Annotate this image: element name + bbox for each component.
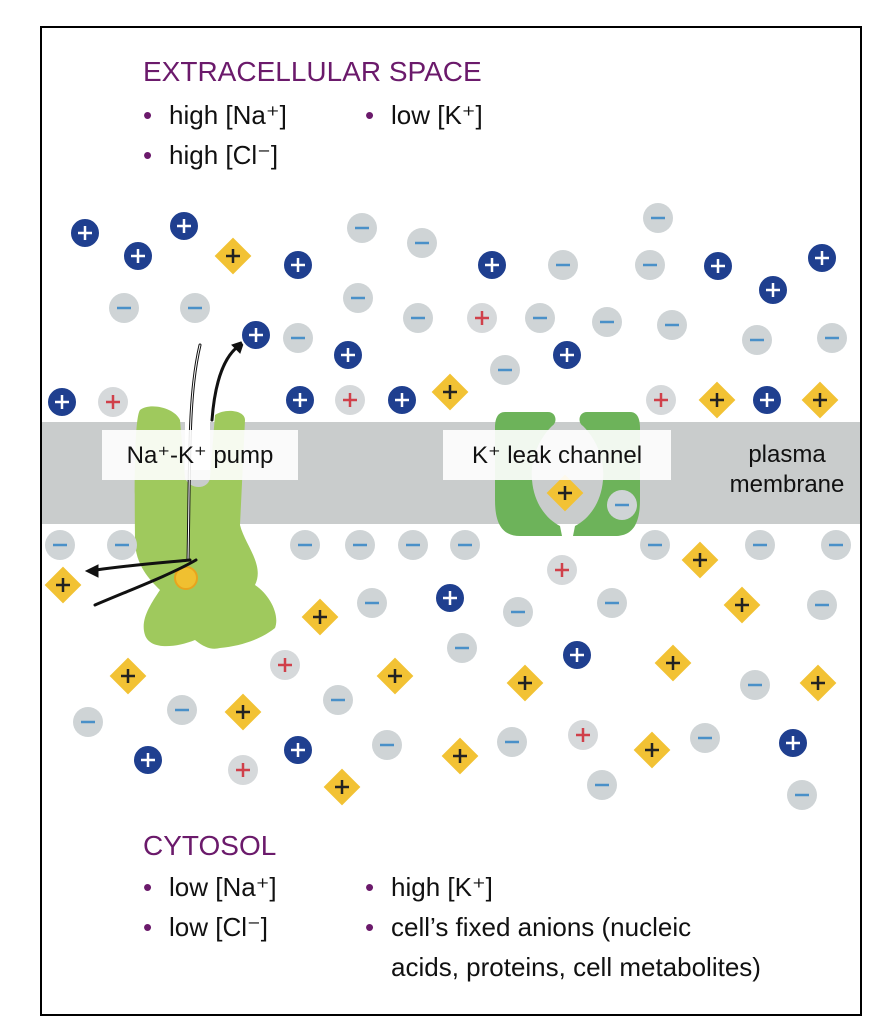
bullet-icon: •: [143, 912, 153, 942]
bullet-icon: •: [365, 100, 375, 130]
membrane-label: plasma membrane: [729, 441, 845, 498]
extracellular-item-na: •high [Na⁺]: [143, 100, 287, 130]
extracellular-item-cl: •high [Cl⁻]: [143, 140, 279, 170]
ion-layer: [44, 203, 851, 810]
cytosol-item-anions-cont: acids, proteins, cell metabolites): [391, 952, 761, 982]
bullet-icon: •: [365, 872, 375, 902]
extracellular-item-k: •low [K⁺]: [365, 100, 483, 130]
extracellular-title: EXTRACELLULAR SPACE: [143, 56, 482, 87]
channel-label: K⁺ leak channel: [443, 430, 671, 480]
cytosol-item-anions: •cell’s fixed anions (nucleic: [365, 912, 692, 942]
cytosol-item-na: •low [Na⁺]: [143, 872, 277, 902]
bullet-icon: •: [143, 872, 153, 902]
bullet-icon: •: [365, 912, 375, 942]
cytosol-item-k: •high [K⁺]: [365, 872, 493, 902]
cytosol-item-cl: •low [Cl⁻]: [143, 912, 268, 942]
pump-label: Na⁺-K⁺ pump: [102, 430, 298, 480]
cytosol-title: CYTOSOL: [143, 830, 277, 861]
bullet-icon: •: [143, 100, 153, 130]
bullet-icon: •: [143, 140, 153, 170]
